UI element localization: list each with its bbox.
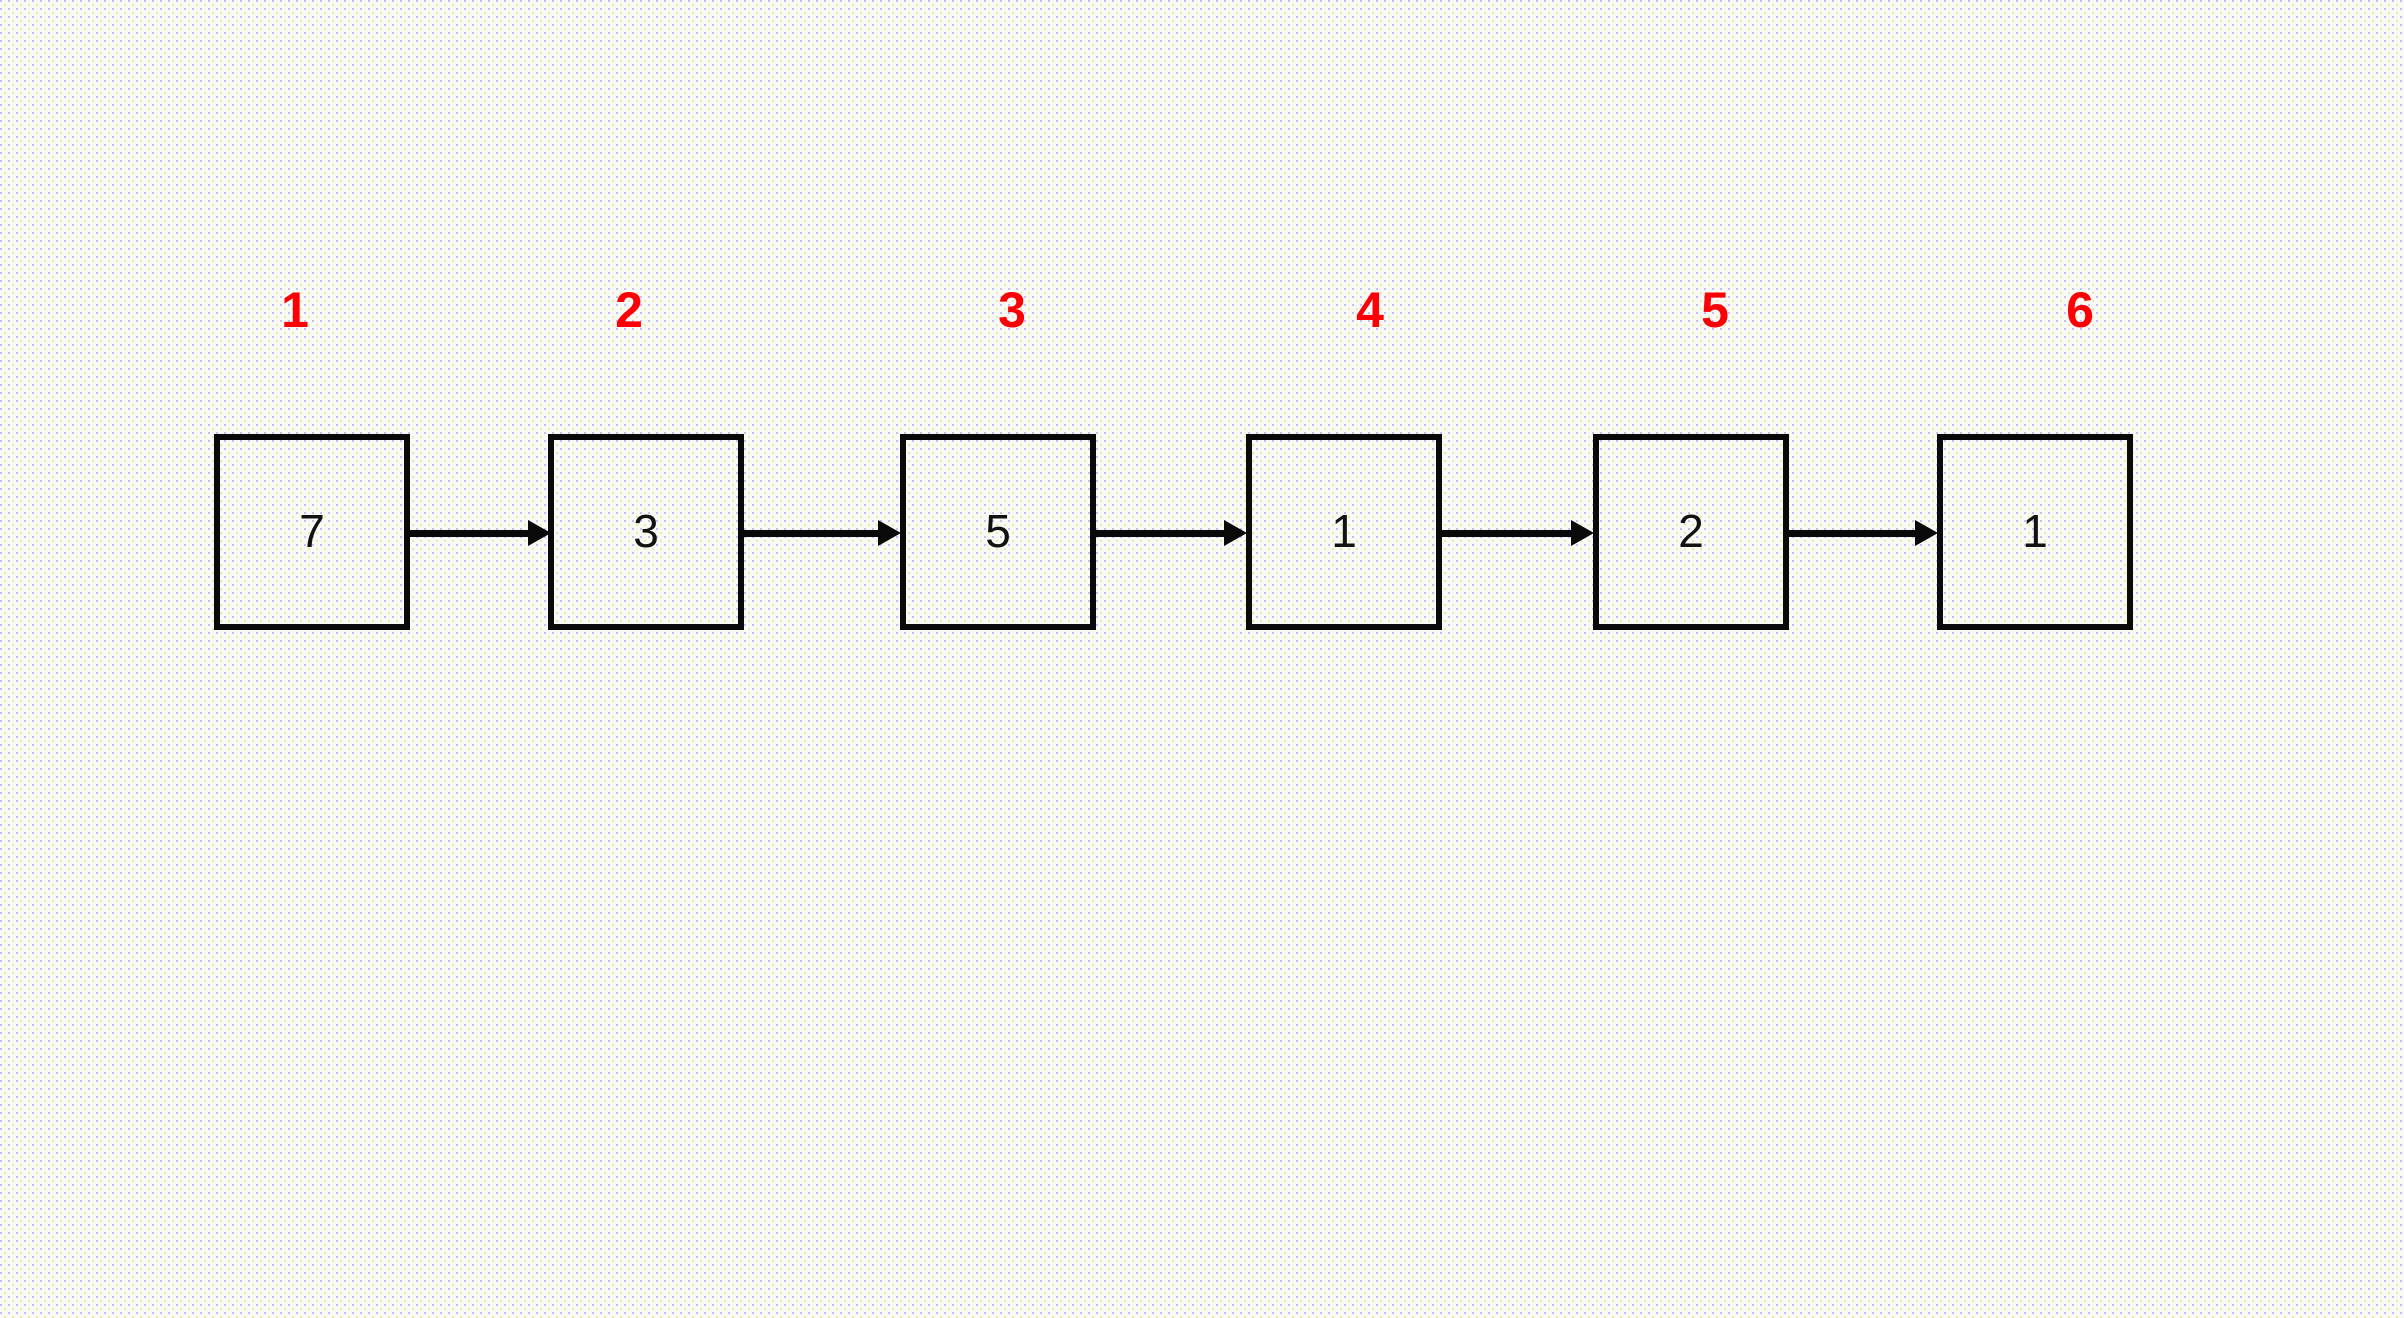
arrow-shaft xyxy=(1785,530,1922,537)
node-value-3: 5 xyxy=(985,505,1011,557)
node-box-1[interactable]: 7 xyxy=(214,434,410,630)
arrow-shaft xyxy=(1441,530,1578,537)
arrow-node-2-to-node-3 xyxy=(743,520,901,546)
node-index-label-2: 2 xyxy=(615,282,643,338)
arrow-node-1-to-node-2 xyxy=(409,520,551,546)
arrow-node-5-to-node-6 xyxy=(1785,520,1938,546)
node-value-6: 1 xyxy=(2022,505,2048,557)
node-index-label-4: 4 xyxy=(1356,282,1384,338)
arrow-head-icon xyxy=(1224,520,1247,546)
arrow-head-icon xyxy=(528,520,551,546)
arrow-node-3-to-node-4 xyxy=(1095,520,1247,546)
node-index-label-6: 6 xyxy=(2066,282,2094,338)
arrow-node-4-to-node-5 xyxy=(1441,520,1594,546)
node-index-label-5: 5 xyxy=(1701,282,1729,338)
arrow-shaft xyxy=(409,530,535,537)
arrow-shaft xyxy=(743,530,885,537)
node-box-5[interactable]: 2 xyxy=(1593,434,1789,630)
node-box-6[interactable]: 1 xyxy=(1937,434,2133,630)
node-box-2[interactable]: 3 xyxy=(548,434,744,630)
node-value-1: 7 xyxy=(299,505,325,557)
arrow-head-icon xyxy=(1915,520,1938,546)
arrow-shaft xyxy=(1095,530,1231,537)
arrow-head-icon xyxy=(878,520,901,546)
node-box-3[interactable]: 5 xyxy=(900,434,1096,630)
node-index-label-3: 3 xyxy=(998,282,1026,338)
node-index-label-1: 1 xyxy=(281,282,309,338)
node-value-5: 2 xyxy=(1678,505,1704,557)
node-value-4: 1 xyxy=(1331,505,1357,557)
node-value-2: 3 xyxy=(633,505,659,557)
node-box-4[interactable]: 1 xyxy=(1246,434,1442,630)
arrow-head-icon xyxy=(1571,520,1594,546)
